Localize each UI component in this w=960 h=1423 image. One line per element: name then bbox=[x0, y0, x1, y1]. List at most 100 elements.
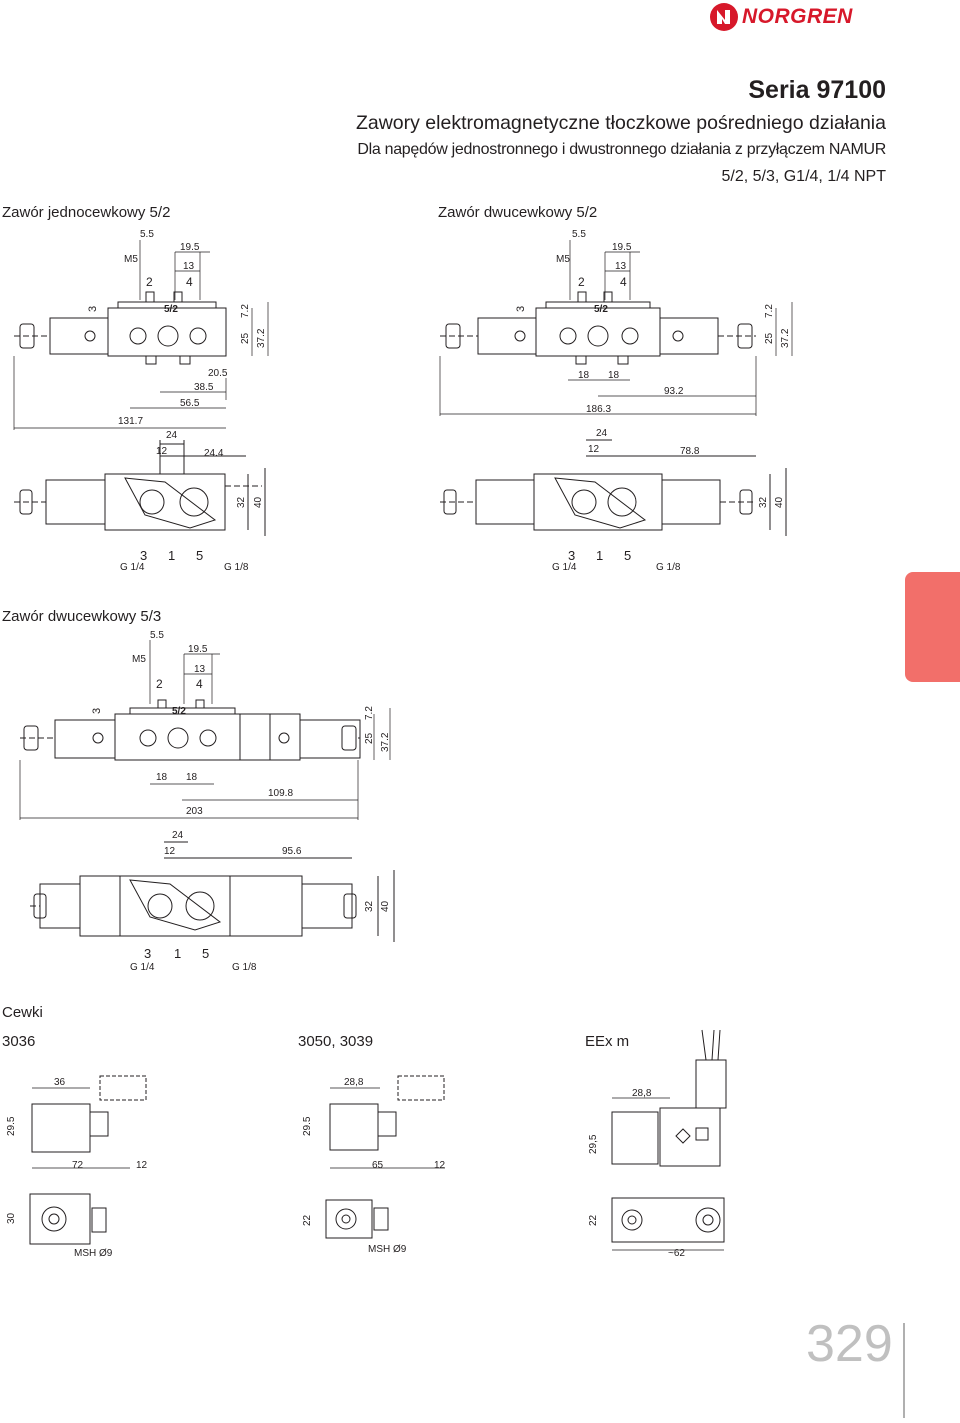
dim-label: 12 bbox=[156, 446, 168, 457]
thread-label: G 1/4 bbox=[120, 562, 145, 573]
dim-label: M5 bbox=[556, 254, 570, 265]
dim-label: M5 bbox=[124, 254, 138, 265]
dim-label: 40 bbox=[774, 496, 785, 508]
dim-label: 30 bbox=[6, 1212, 17, 1224]
dim-label: 72 bbox=[72, 1160, 84, 1171]
dim-label: 22 bbox=[302, 1214, 313, 1226]
dim-label: 203 bbox=[186, 806, 203, 817]
dim-label: 25 bbox=[364, 732, 375, 744]
dim-label: 25 bbox=[764, 332, 775, 344]
dim-label: 32 bbox=[364, 900, 375, 912]
dim-label: 32 bbox=[758, 496, 769, 508]
dim-label: 12 bbox=[588, 444, 600, 455]
thread-label: G 1/4 bbox=[552, 562, 577, 573]
dim-label: 29.5 bbox=[302, 1116, 313, 1136]
dim-label: 40 bbox=[380, 900, 391, 912]
valve-mark: 5/2 bbox=[172, 706, 186, 717]
dim-label: 78.8 bbox=[680, 446, 700, 457]
coil-3036-front bbox=[29, 1193, 107, 1245]
norgren-logo bbox=[710, 3, 738, 31]
port-label: 3 bbox=[568, 548, 575, 563]
coil-label-3036: 3036 bbox=[2, 1033, 36, 1050]
dim-label: 25 bbox=[240, 332, 251, 344]
dim-label: 37.2 bbox=[256, 328, 267, 348]
thread-label: G 1/8 bbox=[656, 562, 681, 573]
dim-label: 186.3 bbox=[586, 404, 611, 415]
dim-label: 37.2 bbox=[780, 328, 791, 348]
dim-label: 13 bbox=[183, 261, 195, 272]
dim-label: 28,8 bbox=[632, 1088, 652, 1099]
port-label: 2 bbox=[578, 275, 585, 289]
dim-label: 56.5 bbox=[180, 398, 200, 409]
dim-label: 36 bbox=[54, 1077, 66, 1088]
port-label: 3 bbox=[144, 946, 151, 961]
section-double-52: Zawór dwucewkowy 5/2 bbox=[438, 204, 598, 221]
thread-label: G 1/4 bbox=[130, 962, 155, 973]
page-number: 329 bbox=[806, 1315, 893, 1373]
thread-label: G 1/8 bbox=[224, 562, 249, 573]
valve-mark: 5/2 bbox=[164, 304, 178, 315]
dim-label: 29.5 bbox=[6, 1116, 17, 1136]
coil-3050-side bbox=[329, 1075, 445, 1169]
section-double-53: Zawór dwucewkowy 5/3 bbox=[2, 608, 162, 625]
valve-2-top bbox=[440, 291, 756, 365]
dim-label: MSH Ø9 bbox=[74, 1248, 113, 1259]
coil-eexm-side bbox=[611, 1029, 727, 1167]
section-single-52: Zawór jednocewkowy 5/2 bbox=[2, 204, 171, 221]
section-coils: Cewki bbox=[2, 1004, 43, 1021]
dim-label: 22 bbox=[588, 1214, 599, 1226]
dim-label: 24 bbox=[172, 830, 184, 841]
port-label: 3 bbox=[87, 306, 99, 312]
valve-2-dimlines bbox=[439, 240, 793, 416]
port-label: 3 bbox=[91, 708, 103, 714]
dim-label: 24 bbox=[166, 430, 178, 441]
dim-label: 32 bbox=[236, 496, 247, 508]
port-label: 4 bbox=[186, 275, 193, 289]
port-label: 1 bbox=[168, 548, 175, 563]
port-label: 1 bbox=[174, 946, 181, 961]
dim-label: 13 bbox=[194, 664, 206, 675]
dim-label: 28,8 bbox=[344, 1077, 364, 1088]
port-label: 5 bbox=[202, 946, 209, 961]
port-label: 4 bbox=[196, 677, 203, 691]
port-label: 2 bbox=[156, 677, 163, 691]
dim-label: 12 bbox=[434, 1160, 446, 1171]
dim-label: 19.5 bbox=[180, 242, 200, 253]
dim-label: 13 bbox=[615, 261, 627, 272]
port-label: 3 bbox=[515, 306, 527, 312]
dim-label: 19.5 bbox=[612, 242, 632, 253]
series-title: Seria 97100 bbox=[748, 76, 886, 104]
coil-3050-front bbox=[325, 1199, 389, 1239]
thread-label: G 1/8 bbox=[232, 962, 257, 973]
dim-label: 12 bbox=[136, 1160, 148, 1171]
dim-label: MSH Ø9 bbox=[368, 1244, 407, 1255]
brand-name: NORGREN bbox=[742, 5, 853, 28]
valve-2-bottom bbox=[440, 439, 787, 536]
dim-label: 5.5 bbox=[150, 630, 164, 641]
dim-label: 20.5 bbox=[208, 368, 228, 379]
coil-label-3050: 3050, 3039 bbox=[298, 1033, 374, 1050]
valve-3-top bbox=[20, 699, 361, 761]
side-tab bbox=[905, 572, 960, 682]
valve-3-bottom bbox=[30, 841, 395, 942]
variants: 5/2, 5/3, G1/4, 1/4 NPT bbox=[721, 168, 886, 185]
dim-label: 7.2 bbox=[240, 304, 251, 318]
port-label: 2 bbox=[146, 275, 153, 289]
dim-label: 18 bbox=[156, 772, 168, 783]
valve-1-top bbox=[14, 291, 227, 365]
port-label: 1 bbox=[596, 548, 603, 563]
port-label: 3 bbox=[140, 548, 147, 563]
description: Dla napędów jednostronnego i dwustronneg… bbox=[357, 141, 886, 158]
dim-label: 19.5 bbox=[188, 644, 208, 655]
dim-label: 29,5 bbox=[588, 1134, 599, 1154]
dim-label: 95.6 bbox=[282, 846, 302, 857]
dim-label: M5 bbox=[132, 654, 146, 665]
valve-1-bottom bbox=[14, 440, 266, 536]
dim-label: 5.5 bbox=[140, 229, 154, 240]
dim-label: 93.2 bbox=[664, 386, 684, 397]
dim-label: 40 bbox=[253, 496, 264, 508]
dim-label: 37.2 bbox=[380, 732, 391, 752]
dim-label: 18 bbox=[608, 370, 620, 381]
subtitle: Zawory elektromagnetyczne tłoczkowe pośr… bbox=[355, 112, 886, 134]
